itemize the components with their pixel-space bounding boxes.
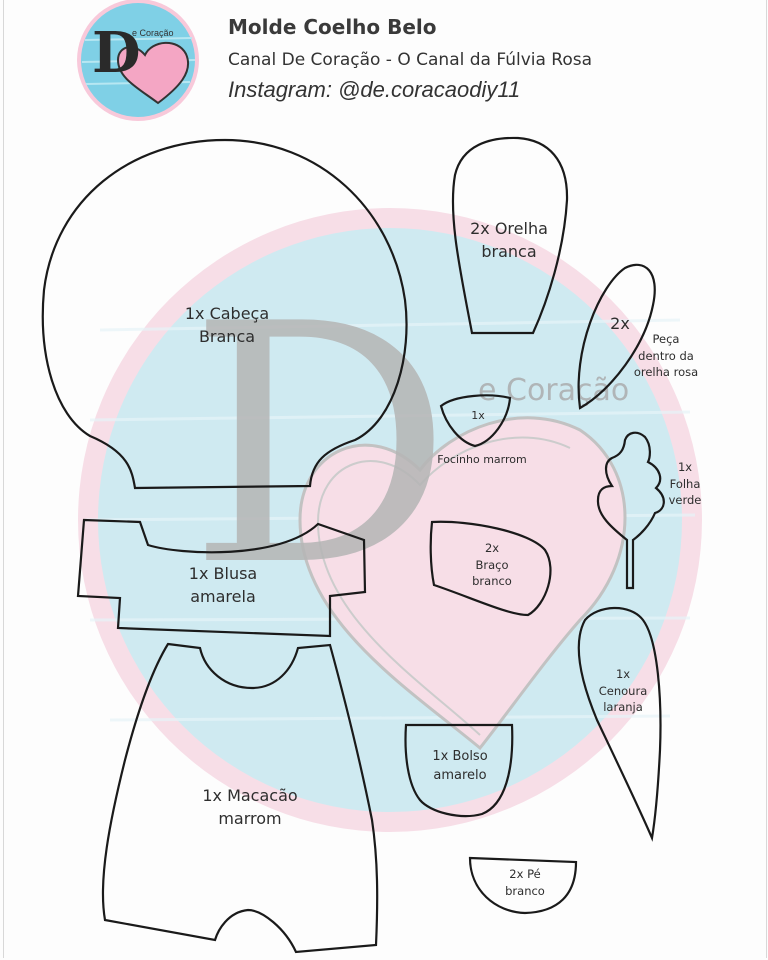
focinho-count: 1x: [471, 409, 485, 422]
page-title: Molde Coelho Belo: [228, 15, 437, 39]
cenoura-line2: Cenoura: [598, 683, 648, 698]
macacao-shape: [101, 642, 379, 954]
instagram-handle: Instagram: @de.coracaodiy11: [228, 77, 521, 102]
pattern-outlines: [41, 136, 665, 954]
cabeca-shape: [41, 138, 408, 490]
folha-line2: Folha: [669, 476, 701, 491]
channel-subtitle: Canal De Coração - O Canal da Fúlvia Ros…: [228, 50, 593, 70]
folha-label: 1x Folha verde: [662, 459, 708, 509]
peca-orelha-count: 2x: [610, 314, 630, 333]
blusa-label-line2: amarela: [190, 587, 256, 607]
cenoura-line3: laranja: [603, 700, 643, 715]
pe-shape: [468, 856, 578, 915]
braco-shape: [429, 520, 552, 617]
folha-line3: verde: [668, 493, 702, 508]
bolso-label-line1: 1x Bolso: [432, 749, 488, 764]
watermark-heart: [298, 416, 627, 751]
blusa-label: 1x Blusa amarela: [158, 562, 288, 608]
orelha-label-line1: 2x Orelha: [470, 219, 548, 238]
peca-orelha-shape: [577, 263, 656, 410]
logo-letter: D: [92, 20, 141, 86]
blusa-shape: [76, 518, 367, 638]
orelha-shape: [451, 136, 569, 335]
cabeca-label: 1x Cabeça Branca: [162, 302, 292, 348]
cenoura-line1: 1x: [615, 667, 631, 681]
watermark: D e Coração: [78, 208, 702, 832]
cenoura-label: 1x Cenoura laranja: [592, 666, 654, 716]
braco-line2: Braço: [475, 557, 509, 572]
watermark-letter: D: [188, 254, 453, 638]
pe-line1: 2x Pé: [509, 867, 541, 881]
pe-line2: branco: [505, 883, 545, 898]
pe-label: 2x Pé branco: [490, 866, 560, 899]
bolso-shape: [404, 723, 514, 818]
peca-orelha-label: Peça dentro da orelha rosa: [626, 331, 706, 381]
logo-text: e Coração: [132, 28, 174, 38]
cabeca-label-line2: Branca: [198, 327, 256, 347]
cabeca-label-line1: 1x Cabeça: [184, 304, 270, 323]
braco-label: 2x Braço branco: [465, 540, 519, 590]
orelha-label-line2: branca: [481, 242, 537, 262]
focinho-label: Focinho marrom: [437, 453, 527, 466]
braco-line1: 2x: [484, 541, 500, 555]
braco-line3: branco: [472, 574, 512, 589]
logo: D: [77, 0, 199, 121]
bolso-label-line2: amarelo: [433, 767, 487, 783]
peca-orelha-line1: Peça: [652, 332, 680, 346]
peca-orelha-line3: orelha rosa: [633, 365, 699, 380]
peca-orelha-line2: dentro da: [638, 348, 694, 363]
macacao-label-line2: marrom: [218, 809, 282, 829]
focinho-shape: [439, 394, 512, 448]
macacao-label-line1: 1x Macacão: [202, 786, 298, 805]
bolso-label: 1x Bolso amarelo: [418, 748, 502, 786]
folha-shape: [596, 431, 665, 590]
folha-line1: 1x: [677, 460, 693, 474]
macacao-label: 1x Macacão marrom: [182, 784, 318, 830]
blusa-label-line1: 1x Blusa: [188, 564, 258, 583]
page-frame: [3, 0, 767, 958]
cenoura-shape: [577, 606, 662, 842]
orelha-label: 2x Orelha branca: [452, 217, 566, 263]
watermark-text: e Coração: [478, 373, 629, 408]
